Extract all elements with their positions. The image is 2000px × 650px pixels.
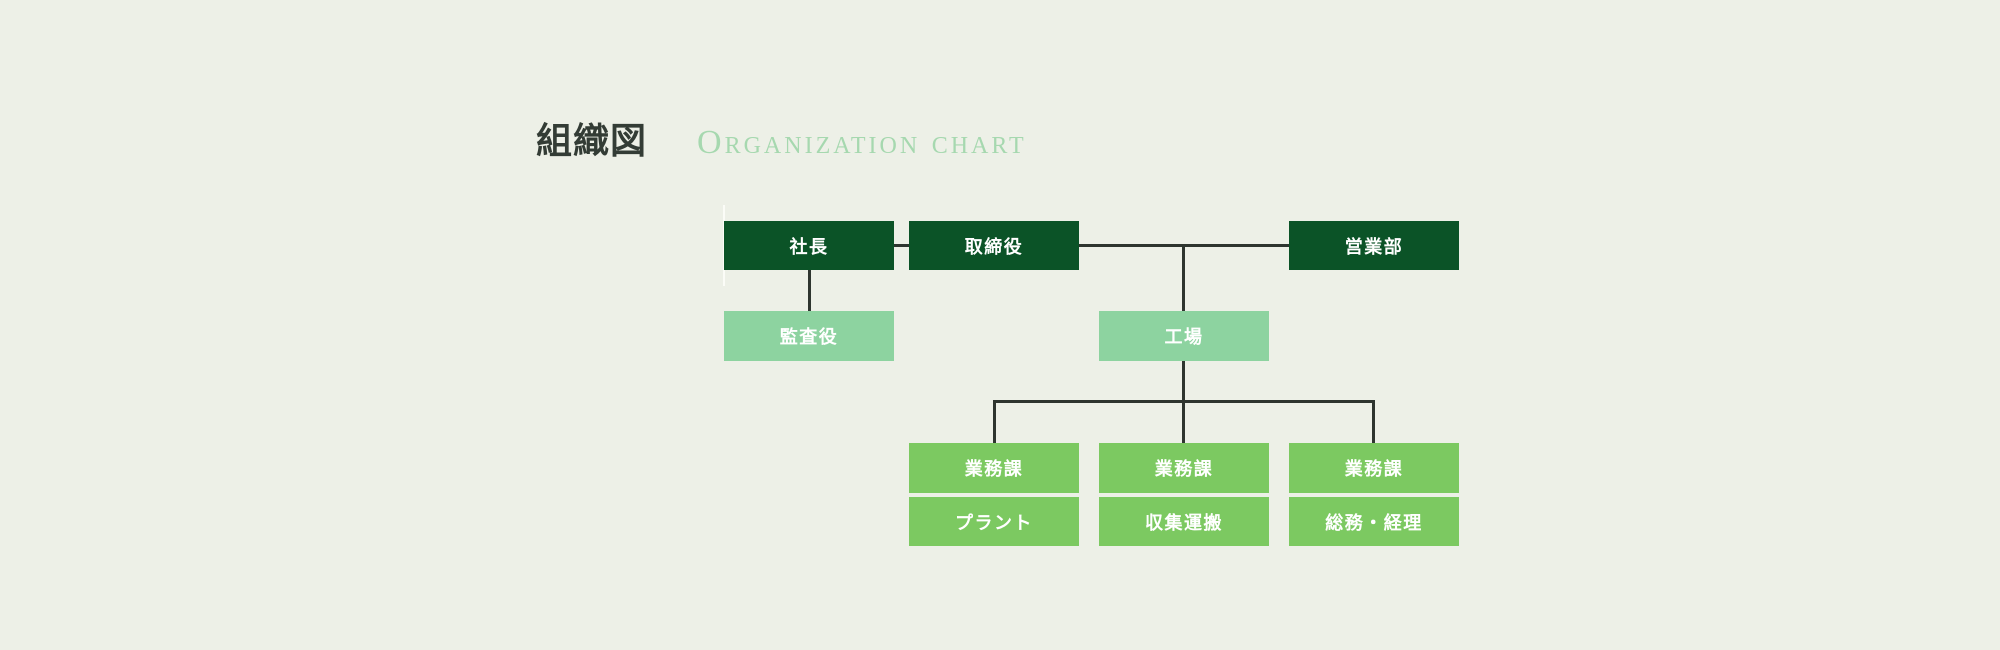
org-node-collection: 収集運搬 [1099, 497, 1269, 546]
connector-president-auditor [808, 269, 811, 312]
org-node-president: 社長 [724, 221, 894, 270]
connector-branch-horizontal [993, 400, 1375, 403]
connector-branch-left-drop [993, 402, 996, 444]
connector-director-sales [1078, 244, 1290, 247]
org-node-operations-3: 業務課 [1289, 443, 1459, 493]
org-node-operations-2: 業務課 [1099, 443, 1269, 493]
page-title-english: Organization chart [697, 124, 1027, 161]
page-title-japanese: 組織図 [536, 120, 648, 161]
org-node-factory: 工場 [1099, 311, 1269, 361]
page-title: 組織図 Organization chart [536, 118, 1027, 164]
connector-trunk-to-factory [1182, 246, 1185, 312]
connector-president-director [892, 244, 910, 247]
connector-branch-right-drop [1372, 402, 1375, 444]
org-node-director: 取締役 [909, 221, 1079, 270]
org-node-plant: プラント [909, 497, 1079, 546]
org-node-operations-1: 業務課 [909, 443, 1079, 493]
org-node-auditor: 監査役 [724, 311, 894, 361]
org-node-sales-dept: 営業部 [1289, 221, 1459, 270]
org-node-general-affairs: 総務・経理 [1289, 497, 1459, 546]
